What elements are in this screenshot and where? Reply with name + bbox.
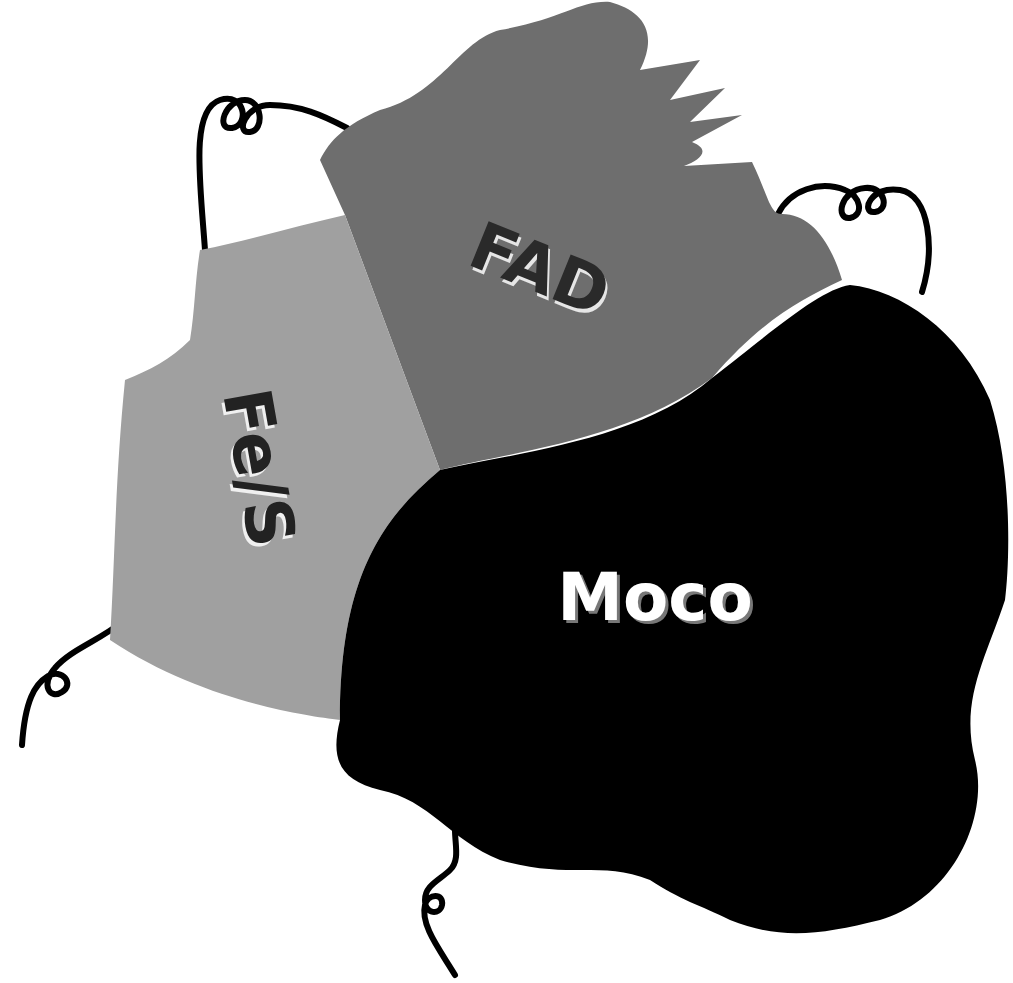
domain-label: Moco: [557, 565, 753, 631]
n-terminus-loop: [22, 622, 122, 745]
domain-shape: [336, 285, 1008, 933]
moco-domain: Moco: [335, 280, 1013, 945]
c-terminus-loop: [424, 830, 456, 975]
